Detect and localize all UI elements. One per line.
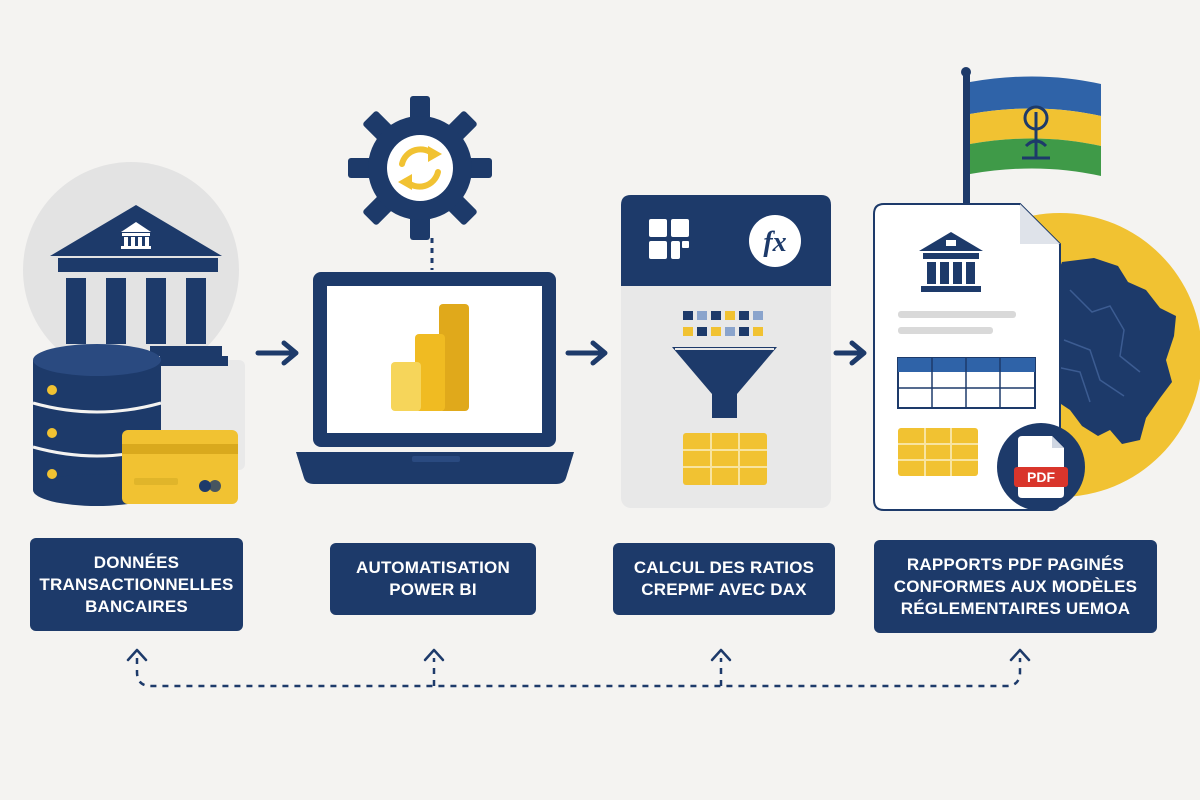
stage-label-automation: AUTOMATISATION POWER BI [330,543,536,615]
feedback-loop-line [135,658,1022,688]
stage-label-line: TRANSACTIONNELLES [39,574,234,594]
power-bi-icon [391,304,469,411]
stage-label-line: CREPMF AVEC DAX [641,580,807,599]
flag-icon [961,67,1101,208]
stage-label-line: AUTOMATISATION [356,558,510,577]
bank-icon [50,205,228,366]
data-cells [683,311,763,336]
flow-arrow-1 [255,340,299,366]
feedback-arrowhead-3 [710,648,732,662]
stage-label-line: RÉGLEMENTAIRES UEMOA [900,598,1131,618]
pdf-badge-text: PDF [1027,469,1055,485]
feedback-arrowhead-4 [1009,648,1031,662]
stage-label-line: POWER BI [389,580,477,599]
flag-emblem [1022,105,1050,160]
stage-label-data: DONNÉES TRANSACTIONNELLES BANCAIRES [30,538,243,631]
fx-formula-icon: fx [749,215,801,267]
stage-3-illustration: fx [621,195,831,508]
stage-label-line: BANCAIRES [85,596,188,616]
grid-icon [649,219,689,259]
stage-2-illustration [296,96,574,484]
pdf-icon: PDF [997,423,1085,511]
stage-label-line: DONNÉES [93,552,180,572]
flow-arrow-3 [833,340,867,366]
stage-label-line: CONFORMES AUX MODÈLES [893,576,1138,596]
stage-label-line: RAPPORTS PDF PAGINÉS [906,554,1125,574]
gear-refresh-icon [348,96,492,240]
result-table [683,433,767,485]
document-table [897,357,1036,409]
document-yellow-table [898,428,978,476]
feedback-loop [126,648,1031,688]
stage-1-illustration [23,162,245,506]
credit-card-icon [122,430,238,504]
flow-arrow-2 [565,340,608,366]
africa-map-icon [1038,258,1176,444]
feedback-arrowhead-1 [126,648,148,662]
stage-label-ratios: CALCUL DES RATIOS CREPMF AVEC DAX [613,543,835,615]
document-bank-icon [919,232,983,292]
fx-symbol: fx [763,227,786,258]
stage-label-line: CALCUL DES RATIOS [633,558,815,577]
stage-4-illustration: PDF [873,67,1200,511]
funnel-icon [672,347,777,418]
feedback-arrowhead-2 [423,648,445,662]
stage-label-reports: RAPPORTS PDF PAGINÉS CONFORMES AUX MODÈL… [874,540,1157,633]
